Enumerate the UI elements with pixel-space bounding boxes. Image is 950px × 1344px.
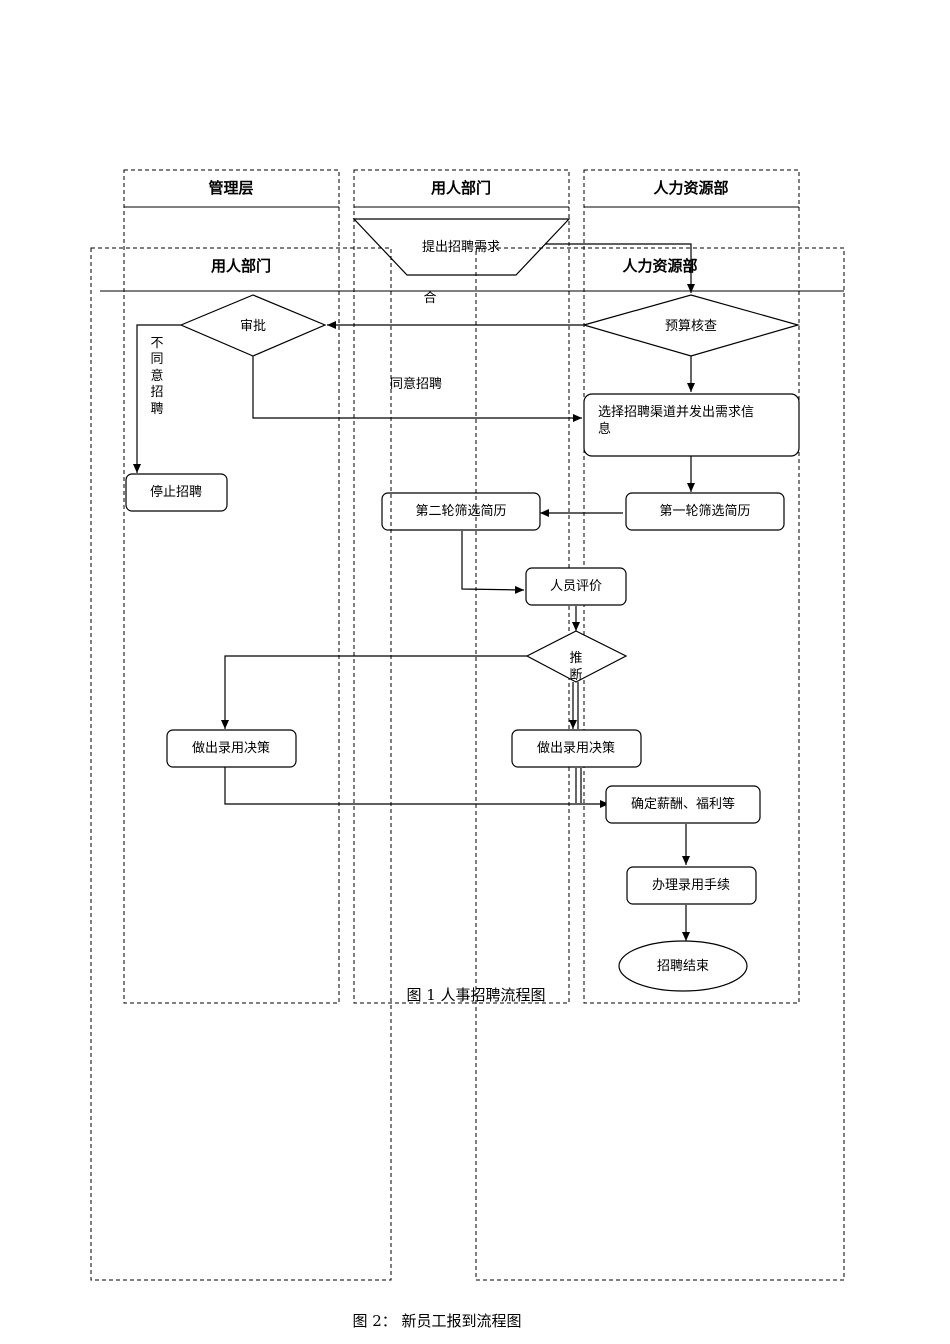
arrow-approve-to-channel bbox=[252, 356, 582, 422]
node-round2-shape bbox=[381, 492, 541, 531]
node-round2-label: 第二轮筛选简历 bbox=[415, 503, 506, 519]
node-channel-label-line1: 选择招聘渠道并发出需求信 bbox=[598, 404, 754, 420]
fig2-lane-title-hr: 人力资源部 bbox=[622, 257, 697, 275]
node-approve-label: 审批 bbox=[240, 319, 266, 334]
fig2-lane-dept bbox=[90, 247, 392, 1281]
arrow-recommend-to-mgmt-decision bbox=[221, 655, 527, 729]
lane-hr bbox=[583, 169, 800, 1004]
node-propose-shape bbox=[352, 218, 571, 276]
node-end-shape bbox=[618, 940, 748, 992]
fig2-text-fragment: 合 bbox=[423, 291, 436, 306]
node-procedures-shape bbox=[626, 866, 757, 905]
node-evaluate-shape bbox=[525, 567, 627, 606]
node-dept-decision-shape bbox=[511, 729, 642, 768]
lane-title-department: 用人部门 bbox=[431, 179, 491, 197]
connectors bbox=[133, 243, 695, 941]
figure1-caption: 图 1 人事招聘流程图 bbox=[406, 986, 545, 1004]
node-recommend-label-line1: 推 bbox=[569, 651, 582, 666]
node-mgmt-decision-label: 做出录用决策 bbox=[192, 740, 270, 756]
node-recommend-shape bbox=[525, 630, 628, 683]
lane-title-hr: 人力资源部 bbox=[653, 179, 728, 197]
arrow-round2-to-evaluate bbox=[461, 531, 525, 594]
node-channel-shape bbox=[583, 393, 800, 457]
node-evaluate-label: 人员评价 bbox=[550, 579, 602, 594]
nodes: 提出招聘需求 审批 预算核查 选择招聘渠道并发出需求信 息 停止招聘 第二轮筛选… bbox=[125, 218, 801, 992]
label-disagree-1: 不 bbox=[150, 336, 163, 351]
node-salary-shape bbox=[605, 785, 761, 824]
node-procedures-label: 办理录用手续 bbox=[652, 878, 730, 893]
node-end-label: 招聘结束 bbox=[657, 959, 709, 974]
label-agree: 同意招聘 bbox=[390, 376, 442, 392]
node-round1-shape bbox=[625, 492, 785, 531]
node-budget-shape bbox=[581, 294, 801, 357]
label-disagree-5: 聘 bbox=[150, 402, 163, 417]
label-disagree-3: 意 bbox=[150, 368, 163, 384]
node-mgmt-decision-shape bbox=[166, 729, 297, 768]
node-propose-label: 提出招聘需求 bbox=[422, 239, 500, 255]
node-approve-shape bbox=[179, 294, 327, 357]
arrow-mgmt-decision-to-salary bbox=[224, 767, 609, 808]
node-stop-shape bbox=[125, 473, 228, 512]
node-dept-decision-label: 做出录用决策 bbox=[537, 740, 615, 756]
figure2-caption: 图 2： 新员工报到流程图 bbox=[352, 1312, 521, 1330]
arrow-approve-to-stop bbox=[133, 324, 181, 473]
label-disagree-4: 招 bbox=[150, 385, 163, 400]
lane-title-management: 管理层 bbox=[208, 179, 253, 197]
fig2-lane-hr bbox=[475, 247, 845, 1281]
node-salary-label: 确定薪酬、福利等 bbox=[631, 796, 735, 812]
figure1-swimlanes: 管理层 用人部门 人力资源部 bbox=[123, 169, 800, 1004]
node-budget-label: 预算核查 bbox=[665, 319, 717, 334]
node-stop-label: 停止招聘 bbox=[150, 484, 202, 500]
fig2-lane-title-dept: 用人部门 bbox=[211, 257, 271, 275]
lane-management bbox=[123, 169, 340, 1004]
edge-labels: 不 同 意 招 聘 同意招聘 bbox=[150, 336, 442, 417]
figure2-frame: 用人部门 人力资源部 合 bbox=[90, 247, 845, 1281]
node-round1-label: 第一轮筛选简历 bbox=[659, 503, 750, 519]
arrow-propose-to-budget bbox=[545, 243, 695, 293]
label-disagree-2: 同 bbox=[150, 352, 163, 367]
node-recommend-label-line2: 断 bbox=[569, 668, 582, 683]
node-channel-label-line2: 息 bbox=[598, 421, 611, 437]
